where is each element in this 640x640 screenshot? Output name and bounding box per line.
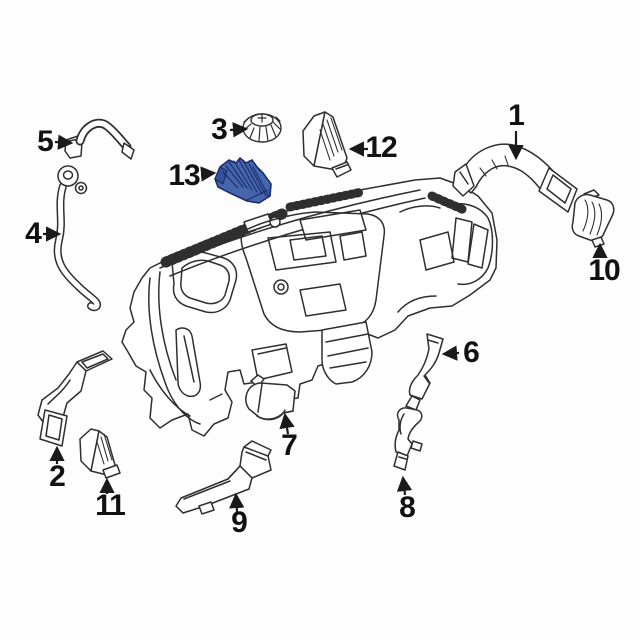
callout-arrows xyxy=(43,122,608,513)
arrow-7 xyxy=(279,412,295,435)
part-6-bracket-drawing xyxy=(405,333,444,411)
part-10-vent-drawing xyxy=(571,189,615,248)
part-4-tube-drawing xyxy=(53,165,101,312)
callout-label-7: 7 xyxy=(281,429,298,462)
arrow-8 xyxy=(396,475,413,496)
part-7-small-duct-drawing xyxy=(244,374,296,421)
part-11-vent-drawing xyxy=(79,428,121,479)
callout-label-4: 4 xyxy=(25,217,42,250)
part-5-hose-drawing xyxy=(64,118,135,160)
arrow-6 xyxy=(441,345,460,361)
callout-label-12: 12 xyxy=(365,131,397,164)
arrow-9 xyxy=(229,492,245,513)
callout-label-3: 3 xyxy=(211,113,228,146)
part-13-highlighted-vent-drawing xyxy=(214,157,272,204)
callout-label-10: 10 xyxy=(588,254,620,287)
callout-label-5: 5 xyxy=(37,125,54,158)
callout-label-2: 2 xyxy=(49,460,66,493)
part-1-curved-duct-drawing xyxy=(452,143,578,213)
callout-label-11: 11 xyxy=(95,489,126,522)
arrow-13 xyxy=(200,166,217,182)
part-3-round-vent-drawing xyxy=(242,113,282,143)
arrow-5 xyxy=(54,134,74,150)
part-2-elbow-duct-drawing xyxy=(37,350,113,447)
callout-label-13: 13 xyxy=(168,159,200,192)
part-9-floor-duct-drawing xyxy=(175,440,272,515)
arrow-3 xyxy=(229,122,249,138)
callout-label-1: 1 xyxy=(508,99,525,132)
part-8-bracket-drawing xyxy=(393,407,423,471)
part-12-vent-drawing xyxy=(302,111,352,178)
callout-label-8: 8 xyxy=(399,491,416,524)
instrument-panel-drawing xyxy=(121,177,498,437)
callout-label-9: 9 xyxy=(231,506,248,539)
callout-label-6: 6 xyxy=(463,336,480,369)
